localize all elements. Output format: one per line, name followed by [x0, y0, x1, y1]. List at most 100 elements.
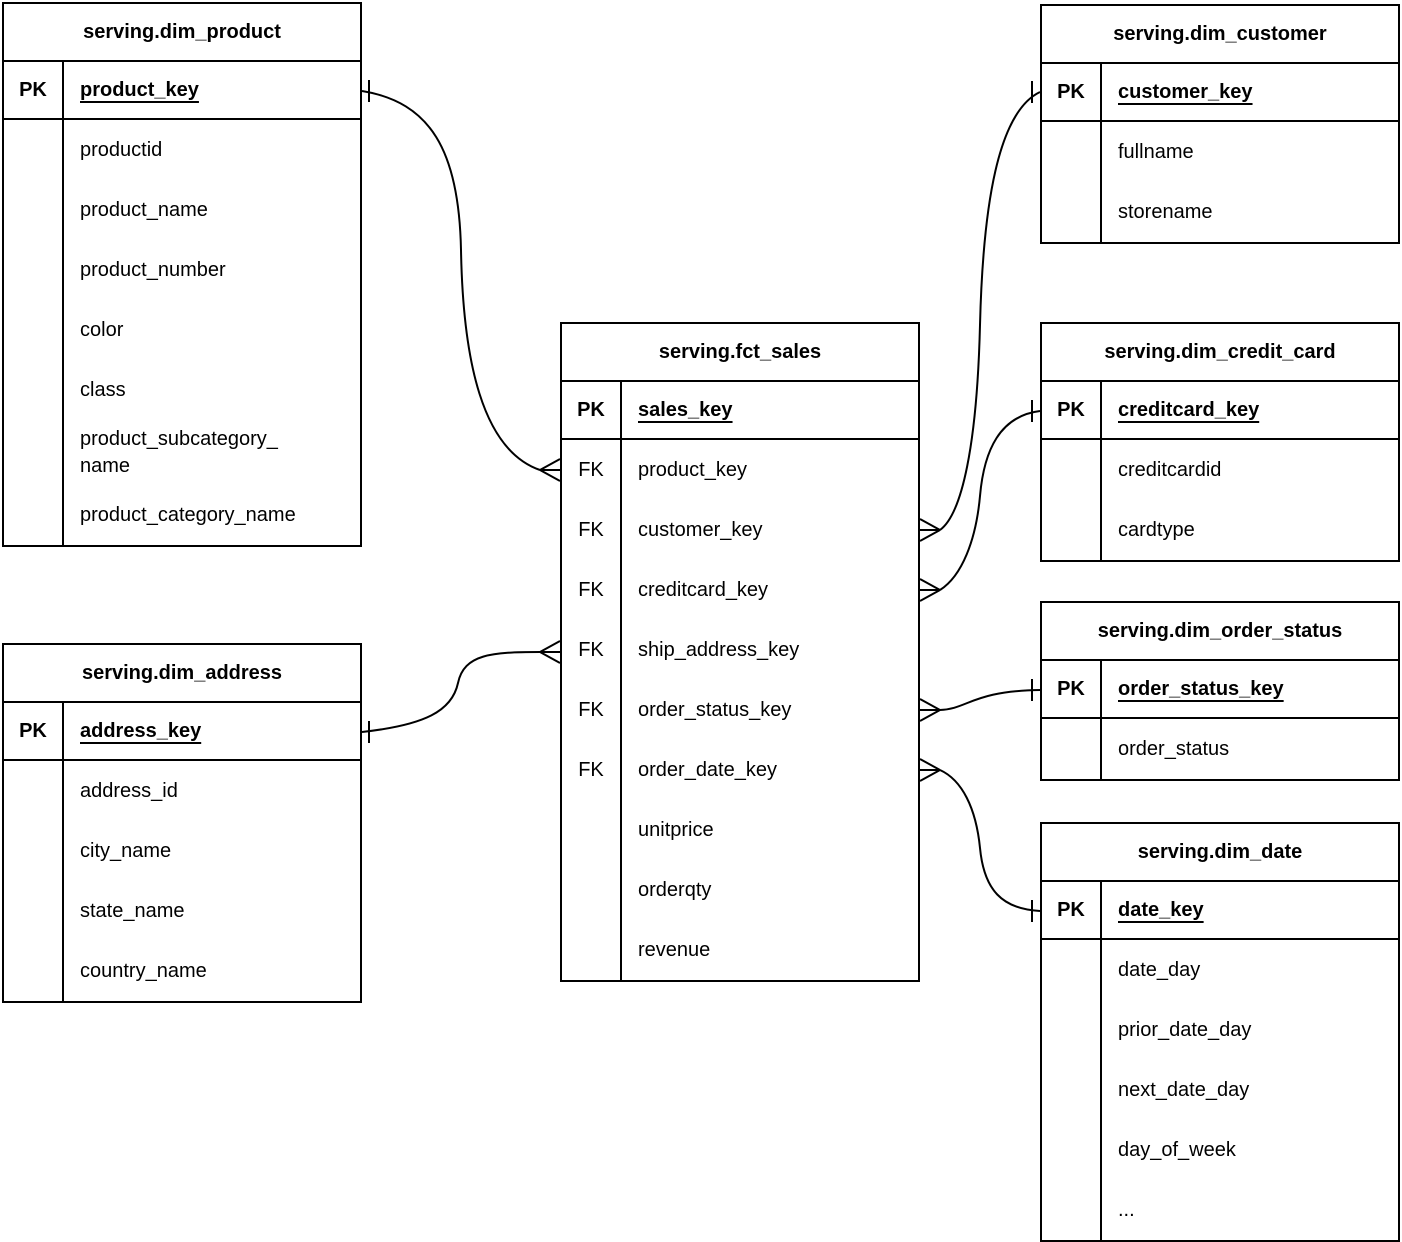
- rel-curve: [361, 651, 541, 733]
- field-row: product_number: [4, 240, 360, 300]
- table-title: serving.dim_customer: [1042, 6, 1398, 64]
- table-title: serving.dim_credit_card: [1042, 324, 1398, 382]
- field-row: country_name: [4, 941, 360, 1001]
- field-row: day_of_week: [1042, 1120, 1398, 1180]
- field-name: day_of_week: [1118, 1138, 1236, 1161]
- field-row: FK ship_address_key: [562, 620, 918, 680]
- key-cell: [4, 821, 64, 881]
- key-cell: [1042, 1000, 1102, 1060]
- field-row: fullname: [1042, 122, 1398, 182]
- pk-label: PK: [4, 703, 64, 759]
- field-row: city_name: [4, 821, 360, 881]
- key-cell: [1042, 719, 1102, 779]
- field-row: FK product_key: [562, 440, 918, 500]
- table-dim-product: serving.dim_product PK product_key produ…: [2, 2, 362, 547]
- pk-row: PK product_key: [4, 62, 360, 120]
- key-cell: [562, 860, 622, 920]
- crowfoot-many-marker: [919, 518, 941, 542]
- field-name: product_subcategory_ name: [80, 427, 278, 477]
- field-name: order_date_key: [638, 758, 777, 781]
- rel-curve: [361, 90, 541, 471]
- field-name: cardtype: [1118, 518, 1195, 541]
- field-row: address_id: [4, 761, 360, 821]
- crowfoot-many-marker: [539, 458, 561, 482]
- field-name: order_status_key: [638, 698, 792, 721]
- field-name: state_name: [80, 899, 185, 922]
- key-cell: [4, 180, 64, 240]
- rel-curve: [939, 410, 1041, 591]
- rel-fct-sales-to-dim-order-status: [919, 679, 1041, 722]
- field-name: creditcardid: [1118, 458, 1222, 481]
- rel-dim-address-to-fct-sales: [361, 640, 561, 743]
- field-name: fullname: [1118, 140, 1194, 163]
- field-name: ...: [1118, 1198, 1135, 1221]
- table-fct-sales: serving.fct_sales PK sales_key FK produc…: [560, 322, 920, 982]
- pk-field-name: product_key: [80, 78, 199, 101]
- field-row: FK order_status_key: [562, 680, 918, 740]
- table-title: serving.dim_product: [4, 4, 360, 62]
- table-title: serving.dim_order_status: [1042, 603, 1398, 661]
- key-cell: FK: [562, 560, 622, 620]
- key-cell: [1042, 1120, 1102, 1180]
- pk-label: PK: [4, 62, 64, 118]
- key-cell: FK: [562, 680, 622, 740]
- key-cell: [4, 360, 64, 420]
- rel-curve: [939, 91, 1041, 531]
- field-row: ...: [1042, 1180, 1398, 1240]
- field-row: prior_date_day: [1042, 1000, 1398, 1060]
- table-dim-order-status: serving.dim_order_status PK order_status…: [1040, 601, 1400, 781]
- field-name: order_status: [1118, 737, 1230, 760]
- table-title: serving.fct_sales: [562, 324, 918, 382]
- field-name: product_number: [80, 258, 226, 281]
- table-title: serving.dim_date: [1042, 824, 1398, 882]
- crowfoot-many-marker: [539, 640, 561, 664]
- key-cell: [1042, 440, 1102, 500]
- pk-row: PK address_key: [4, 703, 360, 761]
- field-name: date_day: [1118, 958, 1201, 981]
- pk-row: PK sales_key: [562, 382, 918, 440]
- field-row: next_date_day: [1042, 1060, 1398, 1120]
- field-name: unitprice: [638, 818, 714, 841]
- field-name: country_name: [80, 959, 207, 982]
- field-name: product_category_name: [80, 503, 296, 526]
- field-name: storename: [1118, 200, 1213, 223]
- key-cell: [1042, 500, 1102, 560]
- field-row: FK customer_key: [562, 500, 918, 560]
- key-cell: FK: [562, 620, 622, 680]
- pk-label: PK: [1042, 661, 1102, 717]
- key-cell: [1042, 1060, 1102, 1120]
- key-cell: [4, 420, 64, 485]
- key-cell: [4, 120, 64, 180]
- pk-field-name: order_status_key: [1118, 677, 1284, 700]
- rel-curve: [939, 769, 1041, 912]
- crowfoot-many-marker: [919, 698, 941, 722]
- rel-dim-product-to-fct-sales: [361, 80, 561, 482]
- field-row: class: [4, 360, 360, 420]
- field-name: product_name: [80, 198, 208, 221]
- crowfoot-many-marker: [919, 578, 941, 602]
- key-cell: [4, 941, 64, 1001]
- table-dim-address: serving.dim_address PK address_key addre…: [2, 643, 362, 1003]
- field-name: customer_key: [638, 518, 763, 541]
- field-name: creditcard_key: [638, 578, 769, 601]
- field-name: class: [80, 378, 126, 401]
- table-dim-credit-card: serving.dim_credit_card PK creditcard_ke…: [1040, 322, 1400, 562]
- pk-label: PK: [1042, 64, 1102, 120]
- field-row: product_subcategory_ name: [4, 420, 360, 485]
- key-cell: [4, 485, 64, 545]
- rel-fct-sales-to-dim-credit-card: [919, 400, 1041, 602]
- pk-field-name: customer_key: [1118, 80, 1253, 103]
- pk-row: PK customer_key: [1042, 64, 1398, 122]
- field-row: storename: [1042, 182, 1398, 242]
- field-row: orderqty: [562, 860, 918, 920]
- pk-row: PK creditcard_key: [1042, 382, 1398, 440]
- pk-field-name: address_key: [80, 719, 202, 742]
- field-name: city_name: [80, 839, 172, 862]
- field-row: FK order_date_key: [562, 740, 918, 800]
- field-row: state_name: [4, 881, 360, 941]
- key-cell: [1042, 182, 1102, 242]
- field-row: revenue: [562, 920, 918, 980]
- field-name: productid: [80, 138, 163, 161]
- field-name: next_date_day: [1118, 1078, 1250, 1101]
